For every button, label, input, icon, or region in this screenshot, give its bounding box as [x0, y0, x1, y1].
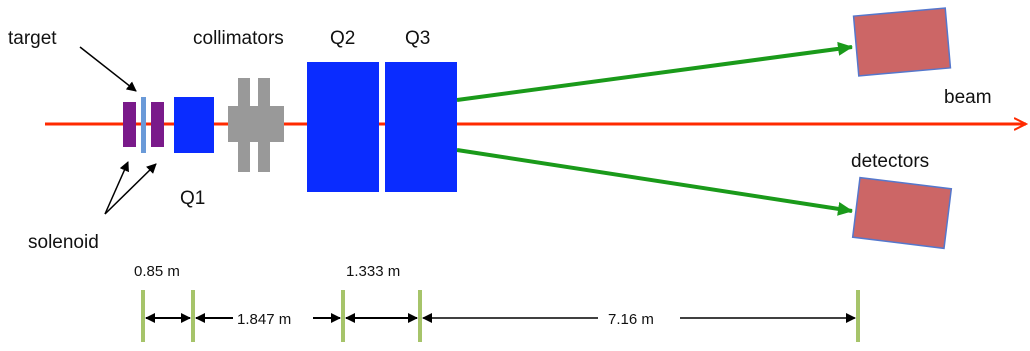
scatter-arrow-up — [456, 41, 853, 102]
distance-label-d4: 7.16 m — [608, 311, 654, 328]
solenoid-pointer-arrow-left — [104, 161, 129, 215]
label-detectors: detectors — [851, 151, 929, 172]
detector-upper — [852, 7, 952, 77]
solenoid-coil-left — [123, 102, 136, 147]
detector-lower — [851, 176, 953, 250]
quadrupole-q2 — [307, 62, 379, 192]
label-target: target — [8, 28, 57, 49]
target-foil — [141, 97, 146, 153]
label-collimators: collimators — [193, 28, 284, 49]
collimator-block — [228, 78, 284, 172]
target-pointer-arrow — [79, 46, 137, 92]
label-q3: Q3 — [405, 28, 430, 49]
quadrupole-q3 — [385, 62, 457, 192]
solenoid-pointer-arrow-right — [104, 163, 157, 215]
scatter-arrow-down — [456, 148, 853, 216]
label-beam: beam — [944, 87, 992, 108]
label-solenoid: solenoid — [28, 232, 99, 253]
solenoid-coil-right — [151, 102, 164, 147]
label-q2: Q2 — [330, 28, 355, 49]
distance-label-d3: 1.333 m — [346, 263, 400, 280]
label-q1: Q1 — [180, 188, 205, 209]
quadrupole-q1 — [174, 97, 214, 153]
distance-label-d2: 1.847 m — [237, 311, 291, 328]
distance-label-d1: 0.85 m — [134, 263, 180, 280]
